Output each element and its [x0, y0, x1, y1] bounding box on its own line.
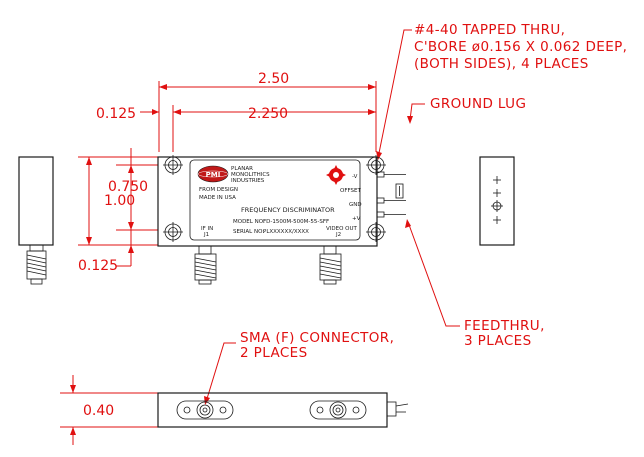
- note-sma-line1: SMA (F) CONNECTOR,: [240, 330, 394, 346]
- mounting-hole-icon: [163, 155, 183, 175]
- dim-hole-spacing-vertical: 0.750: [108, 179, 148, 195]
- pin-plus-v: +V: [352, 216, 361, 222]
- if-in-ref: J1: [203, 232, 209, 238]
- dim-hole-spacing: 2.250: [248, 106, 288, 122]
- feedthru-pin-icon: [386, 401, 409, 417]
- video-out-ref: J2: [335, 232, 341, 238]
- mounting-hole-icon: [163, 222, 183, 242]
- right-side-view: [479, 156, 515, 246]
- sma-connector-icon: [194, 245, 217, 285]
- front-view: [157, 392, 409, 428]
- mounting-hole-icon: [366, 155, 386, 175]
- module-top-view: PMI PLANAR MONOLITHICS INDUSTRIES FROM D…: [157, 155, 406, 285]
- note-ground-lug: GROUND LUG: [430, 96, 526, 112]
- note-tapped-hole-line1: #4-40 TAPPED THRU,: [414, 22, 565, 38]
- pin-offset: OFFSET: [340, 188, 362, 194]
- serial-label: SERIAL NO:: [233, 229, 264, 235]
- logo-text: PMI: [206, 171, 221, 179]
- product-title: FREQUENCY DISCRIMINATOR: [241, 206, 335, 214]
- esd-symbol-icon: [326, 165, 346, 185]
- company-line3: INDUSTRIES: [231, 178, 265, 184]
- leader-lines: [204, 29, 460, 405]
- serial-value: PLXXXXXX/XXXX: [263, 229, 309, 235]
- if-in-label: IF IN: [201, 226, 213, 232]
- pin-minus-v: -V: [352, 174, 358, 180]
- model-label: MODEL NO:: [233, 219, 265, 225]
- company-line2: MONOLITHICS: [231, 172, 270, 178]
- left-side-view: [18, 156, 54, 285]
- pin-gnd: GND: [349, 202, 362, 208]
- callout-notes: #4-40 TAPPED THRU, C'BORE ø0.156 X 0.062…: [240, 22, 627, 361]
- model-value: FD-1500M-500M-55-SFF: [263, 219, 329, 225]
- dim-edge-offset-left: 0.125: [96, 106, 136, 122]
- location-line2: MADE IN USA: [199, 195, 236, 201]
- note-sma-line2: 2 PLACES: [240, 345, 308, 361]
- location-line1: FROM DESIGN: [199, 187, 238, 193]
- video-out-label: VIDEO OUT: [326, 226, 358, 232]
- note-feedthru-line1: FEEDTHRU,: [464, 318, 545, 334]
- dim-overall-width: 2.50: [258, 71, 289, 87]
- mounting-hole-icon: [366, 222, 386, 242]
- sma-flange-icon: [176, 400, 234, 420]
- company-line1: PLANAR: [231, 166, 253, 172]
- note-tapped-hole-line3: (BOTH SIDES), 4 PLACES: [414, 56, 589, 72]
- dimension-labels: 2.50 2.250 0.125 1.00 0.750 0.125 0.40: [78, 71, 289, 419]
- sma-connector-icon: [319, 245, 342, 285]
- dimension-lines: [60, 81, 377, 445]
- dim-height: 1.00: [104, 193, 135, 209]
- note-tapped-hole-line2: C'BORE ø0.156 X 0.062 DEEP,: [414, 39, 627, 55]
- pmi-logo-icon: PMI: [197, 165, 229, 183]
- sma-flange-icon: [309, 400, 367, 420]
- dim-edge-offset-bottom: 0.125: [78, 258, 118, 274]
- ground-lug-icon: [395, 183, 404, 199]
- feedthru-pin-icon: [376, 171, 406, 218]
- dim-thickness: 0.40: [83, 403, 114, 419]
- note-feedthru-line2: 3 PLACES: [464, 333, 532, 349]
